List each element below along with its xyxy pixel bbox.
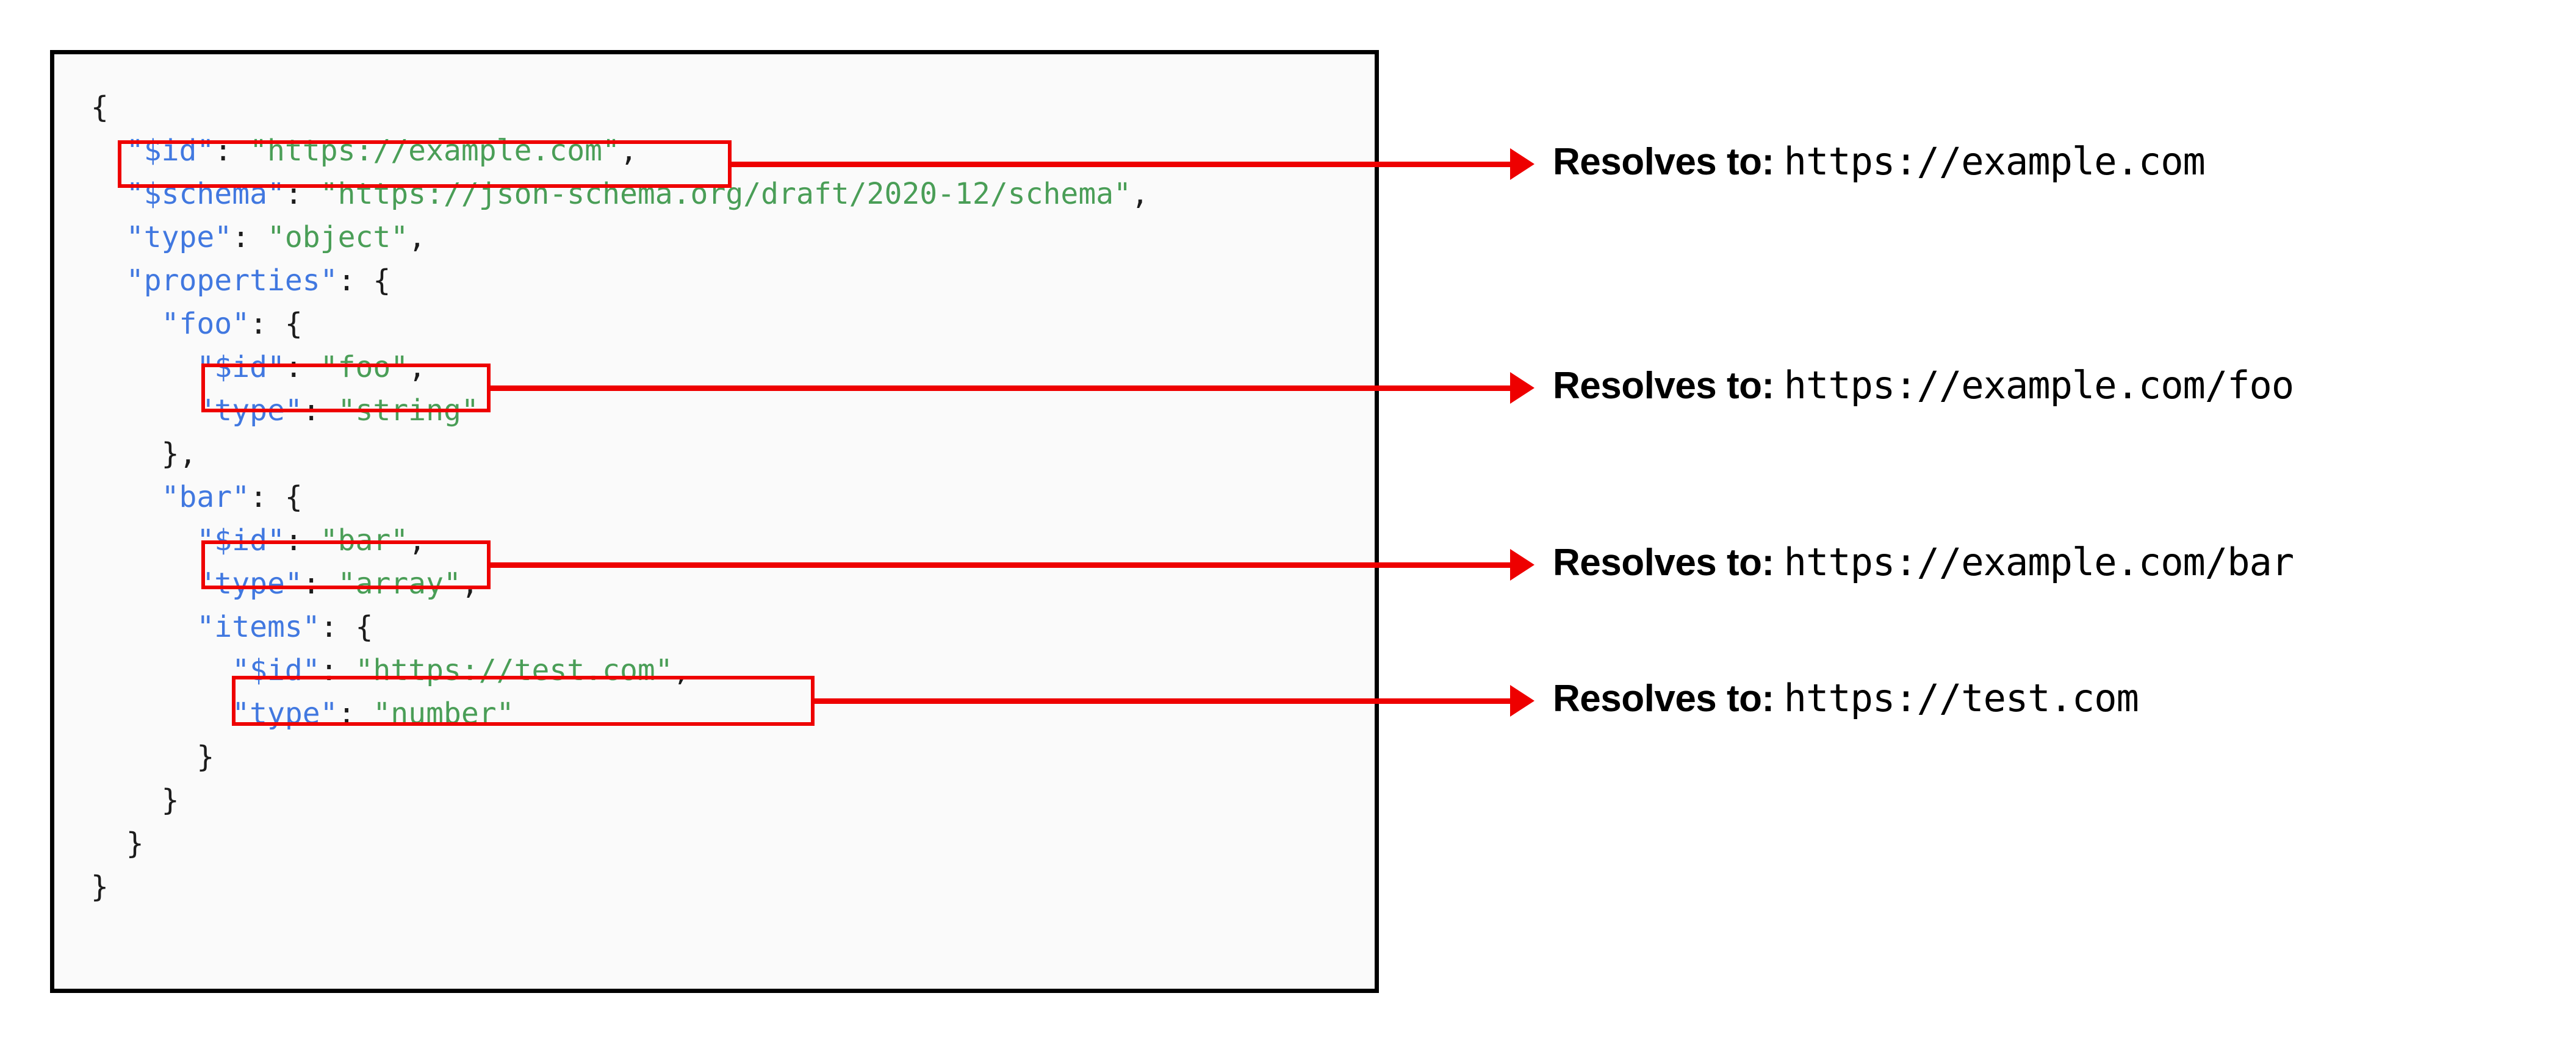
code-line: } [91,870,109,904]
json-value: "https://json-schema.org/draft/2020-12/s… [320,177,1132,211]
json-key: "$id" [232,653,320,687]
code-line: } [126,826,144,861]
annotation-url: https://example.com [1783,139,2206,184]
arrow-head-3 [1510,549,1534,581]
connector-line-4 [813,698,1510,704]
json-key: "type" [196,567,303,601]
json-key: "type" [126,220,232,254]
code-line: "$id": "bar", [196,523,426,557]
code-line: "properties": { [126,263,391,298]
code-line: } [196,740,215,774]
code-line: "type": "number" [232,697,514,731]
arrow-head-1 [1510,148,1534,180]
code-line: "$id": "https://example.com", [126,134,638,168]
code-line: }, [161,437,197,471]
json-key: "type" [196,393,303,428]
annotation-row-1: Resolves to:https://example.com [1553,139,2206,184]
annotation-label: Resolves to: [1553,365,1774,407]
annotation-url: https://example.com/bar [1783,540,2295,584]
connector-line-3 [489,562,1510,568]
json-code-listing: { "$id": "https://example.com", "$schema… [91,86,1149,909]
json-key: "$id" [126,134,215,168]
code-line: "$schema": "https://json-schema.org/draf… [126,177,1149,211]
annotation-row-2: Resolves to:https://example.com/foo [1553,363,2294,407]
connector-line-1 [730,162,1510,167]
code-line: "$id": "foo", [196,350,426,384]
json-key: "properties" [126,263,338,298]
json-value: "array" [337,567,461,601]
code-line: "type": "string" [196,393,479,428]
code-line: "type": "object", [126,220,426,254]
annotation-row-4: Resolves to:https://test.com [1553,676,2139,720]
json-value: "https://example.com" [250,134,620,168]
json-value: "string" [337,393,479,428]
annotation-url: https://test.com [1783,676,2139,720]
annotation-label: Resolves to: [1553,678,1774,720]
arrow-head-4 [1510,685,1534,717]
connector-line-2 [489,385,1510,391]
code-line: "bar": { [161,480,303,514]
arrow-head-2 [1510,372,1534,404]
annotation-label: Resolves to: [1553,542,1774,584]
json-value: "foo" [320,350,409,384]
annotation-row-3: Resolves to:https://example.com/bar [1553,540,2294,584]
code-line: { [91,90,109,124]
json-key: "foo" [161,307,250,341]
json-value: "number" [373,697,514,731]
code-line: "foo": { [161,307,303,341]
json-key: "items" [196,610,320,644]
annotation-url: https://example.com/foo [1783,363,2295,407]
code-line: } [161,783,179,817]
annotation-label: Resolves to: [1553,141,1774,183]
json-key: "type" [232,697,338,731]
json-key: "$schema" [126,177,285,211]
json-key: "$id" [196,350,285,384]
json-schema-code-panel: { "$id": "https://example.com", "$schema… [50,50,1379,993]
json-value: "bar" [320,523,409,557]
code-line: "$id": "https://test.com", [232,653,691,687]
code-line: "items": { [196,610,373,644]
json-key: "bar" [161,480,250,514]
json-value: "object" [267,220,409,254]
json-value: "https://test.com" [355,653,673,687]
code-line: "type": "array", [196,567,479,601]
json-key: "$id" [196,523,285,557]
